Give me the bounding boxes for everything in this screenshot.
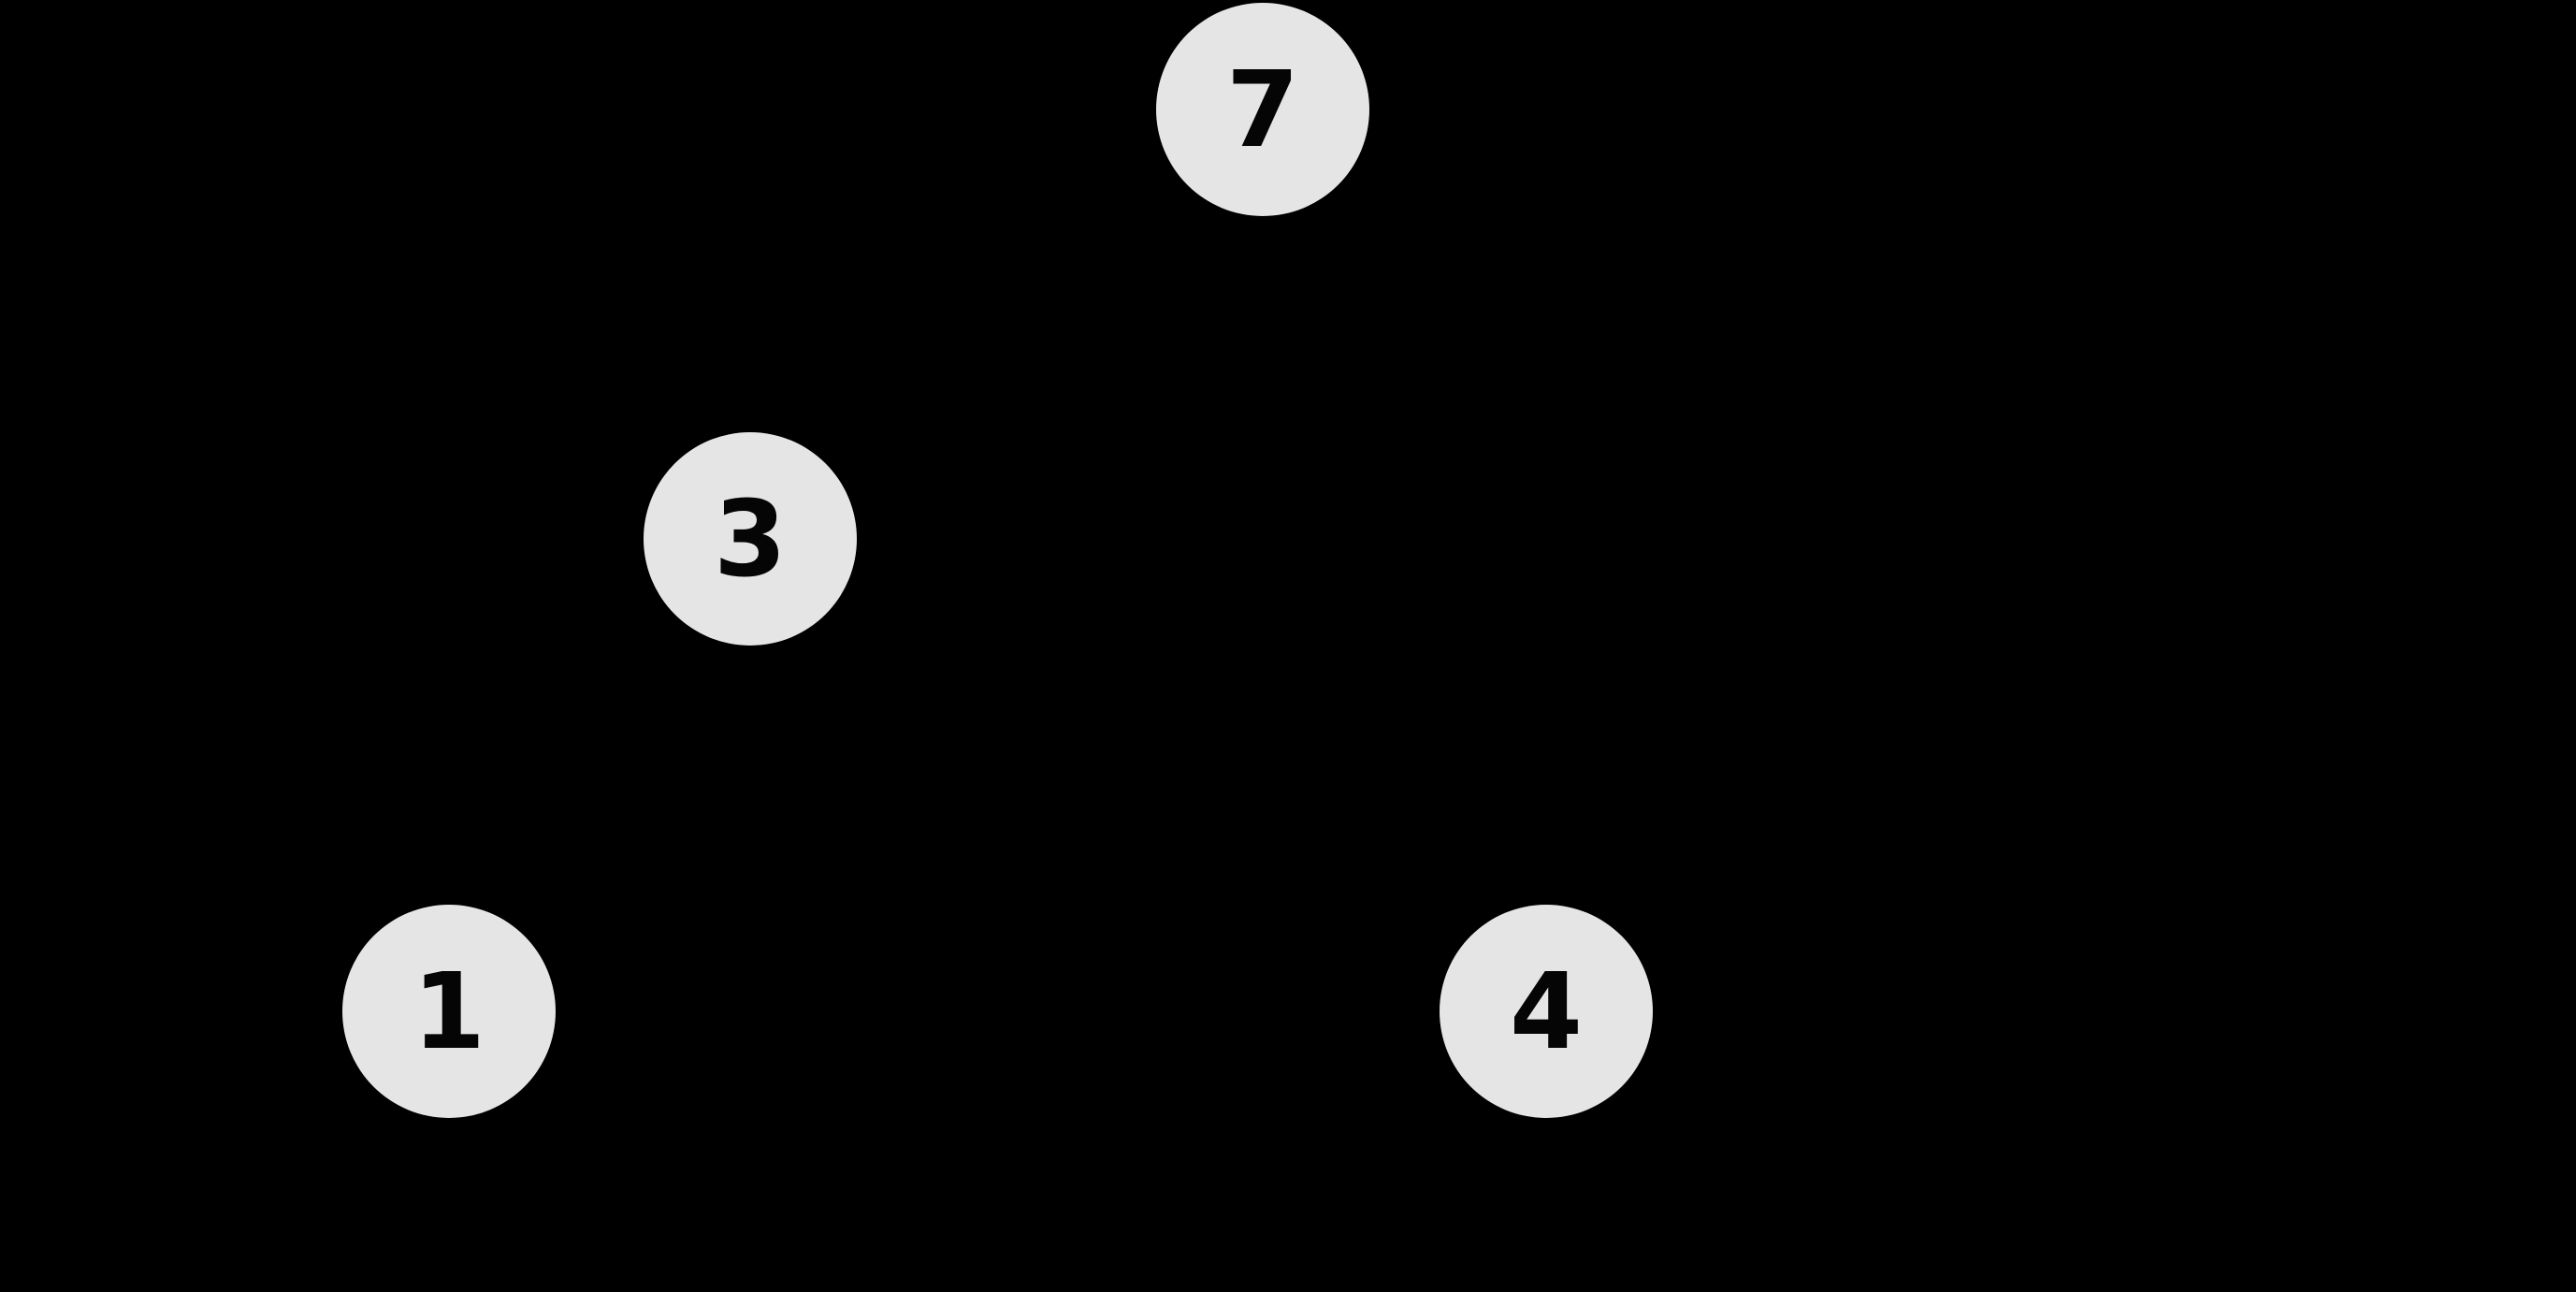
node-circle-3[interactable] — [644, 432, 857, 646]
graph-node-3[interactable]: 3 — [644, 432, 857, 646]
graph-node-1[interactable]: 1 — [342, 905, 556, 1118]
node-circle-7[interactable] — [1156, 3, 1369, 216]
graph-node-7[interactable]: 7 — [1156, 3, 1369, 216]
node-label-7: 7 — [1226, 50, 1299, 171]
node-label-4: 4 — [1510, 951, 1583, 1073]
node-circle-1[interactable] — [342, 905, 556, 1118]
node-circle-4[interactable] — [1440, 905, 1653, 1118]
node-label-3: 3 — [714, 479, 787, 601]
node-layer: 7 3 1 4 — [342, 3, 1653, 1118]
graph-node-4[interactable]: 4 — [1440, 905, 1653, 1118]
edge-7-to-4 — [1260, 109, 1549, 1012]
node-label-1: 1 — [412, 951, 485, 1073]
edge-7-to-3 — [748, 107, 1265, 542]
edge-layer — [446, 107, 1549, 1013]
